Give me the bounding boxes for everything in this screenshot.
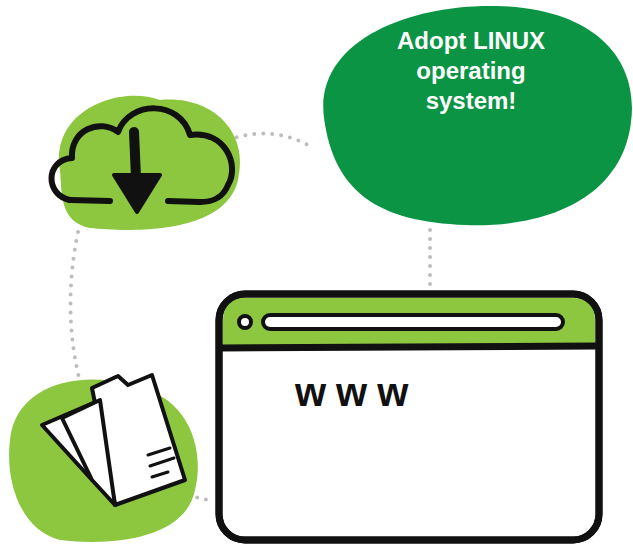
speech-blob: Adopt LINUX operating system! <box>306 0 633 228</box>
node-label: Adopt LINUX operating system! <box>386 26 556 116</box>
cloud-download-icon <box>51 96 240 230</box>
browser-window-outline <box>215 290 603 544</box>
node-label: www <box>295 368 495 416</box>
dotted-arc <box>70 232 80 382</box>
folder-icon <box>9 375 198 542</box>
dotted-arc <box>228 134 308 145</box>
browser-window: www <box>215 290 603 544</box>
dotted-connector <box>428 230 432 288</box>
